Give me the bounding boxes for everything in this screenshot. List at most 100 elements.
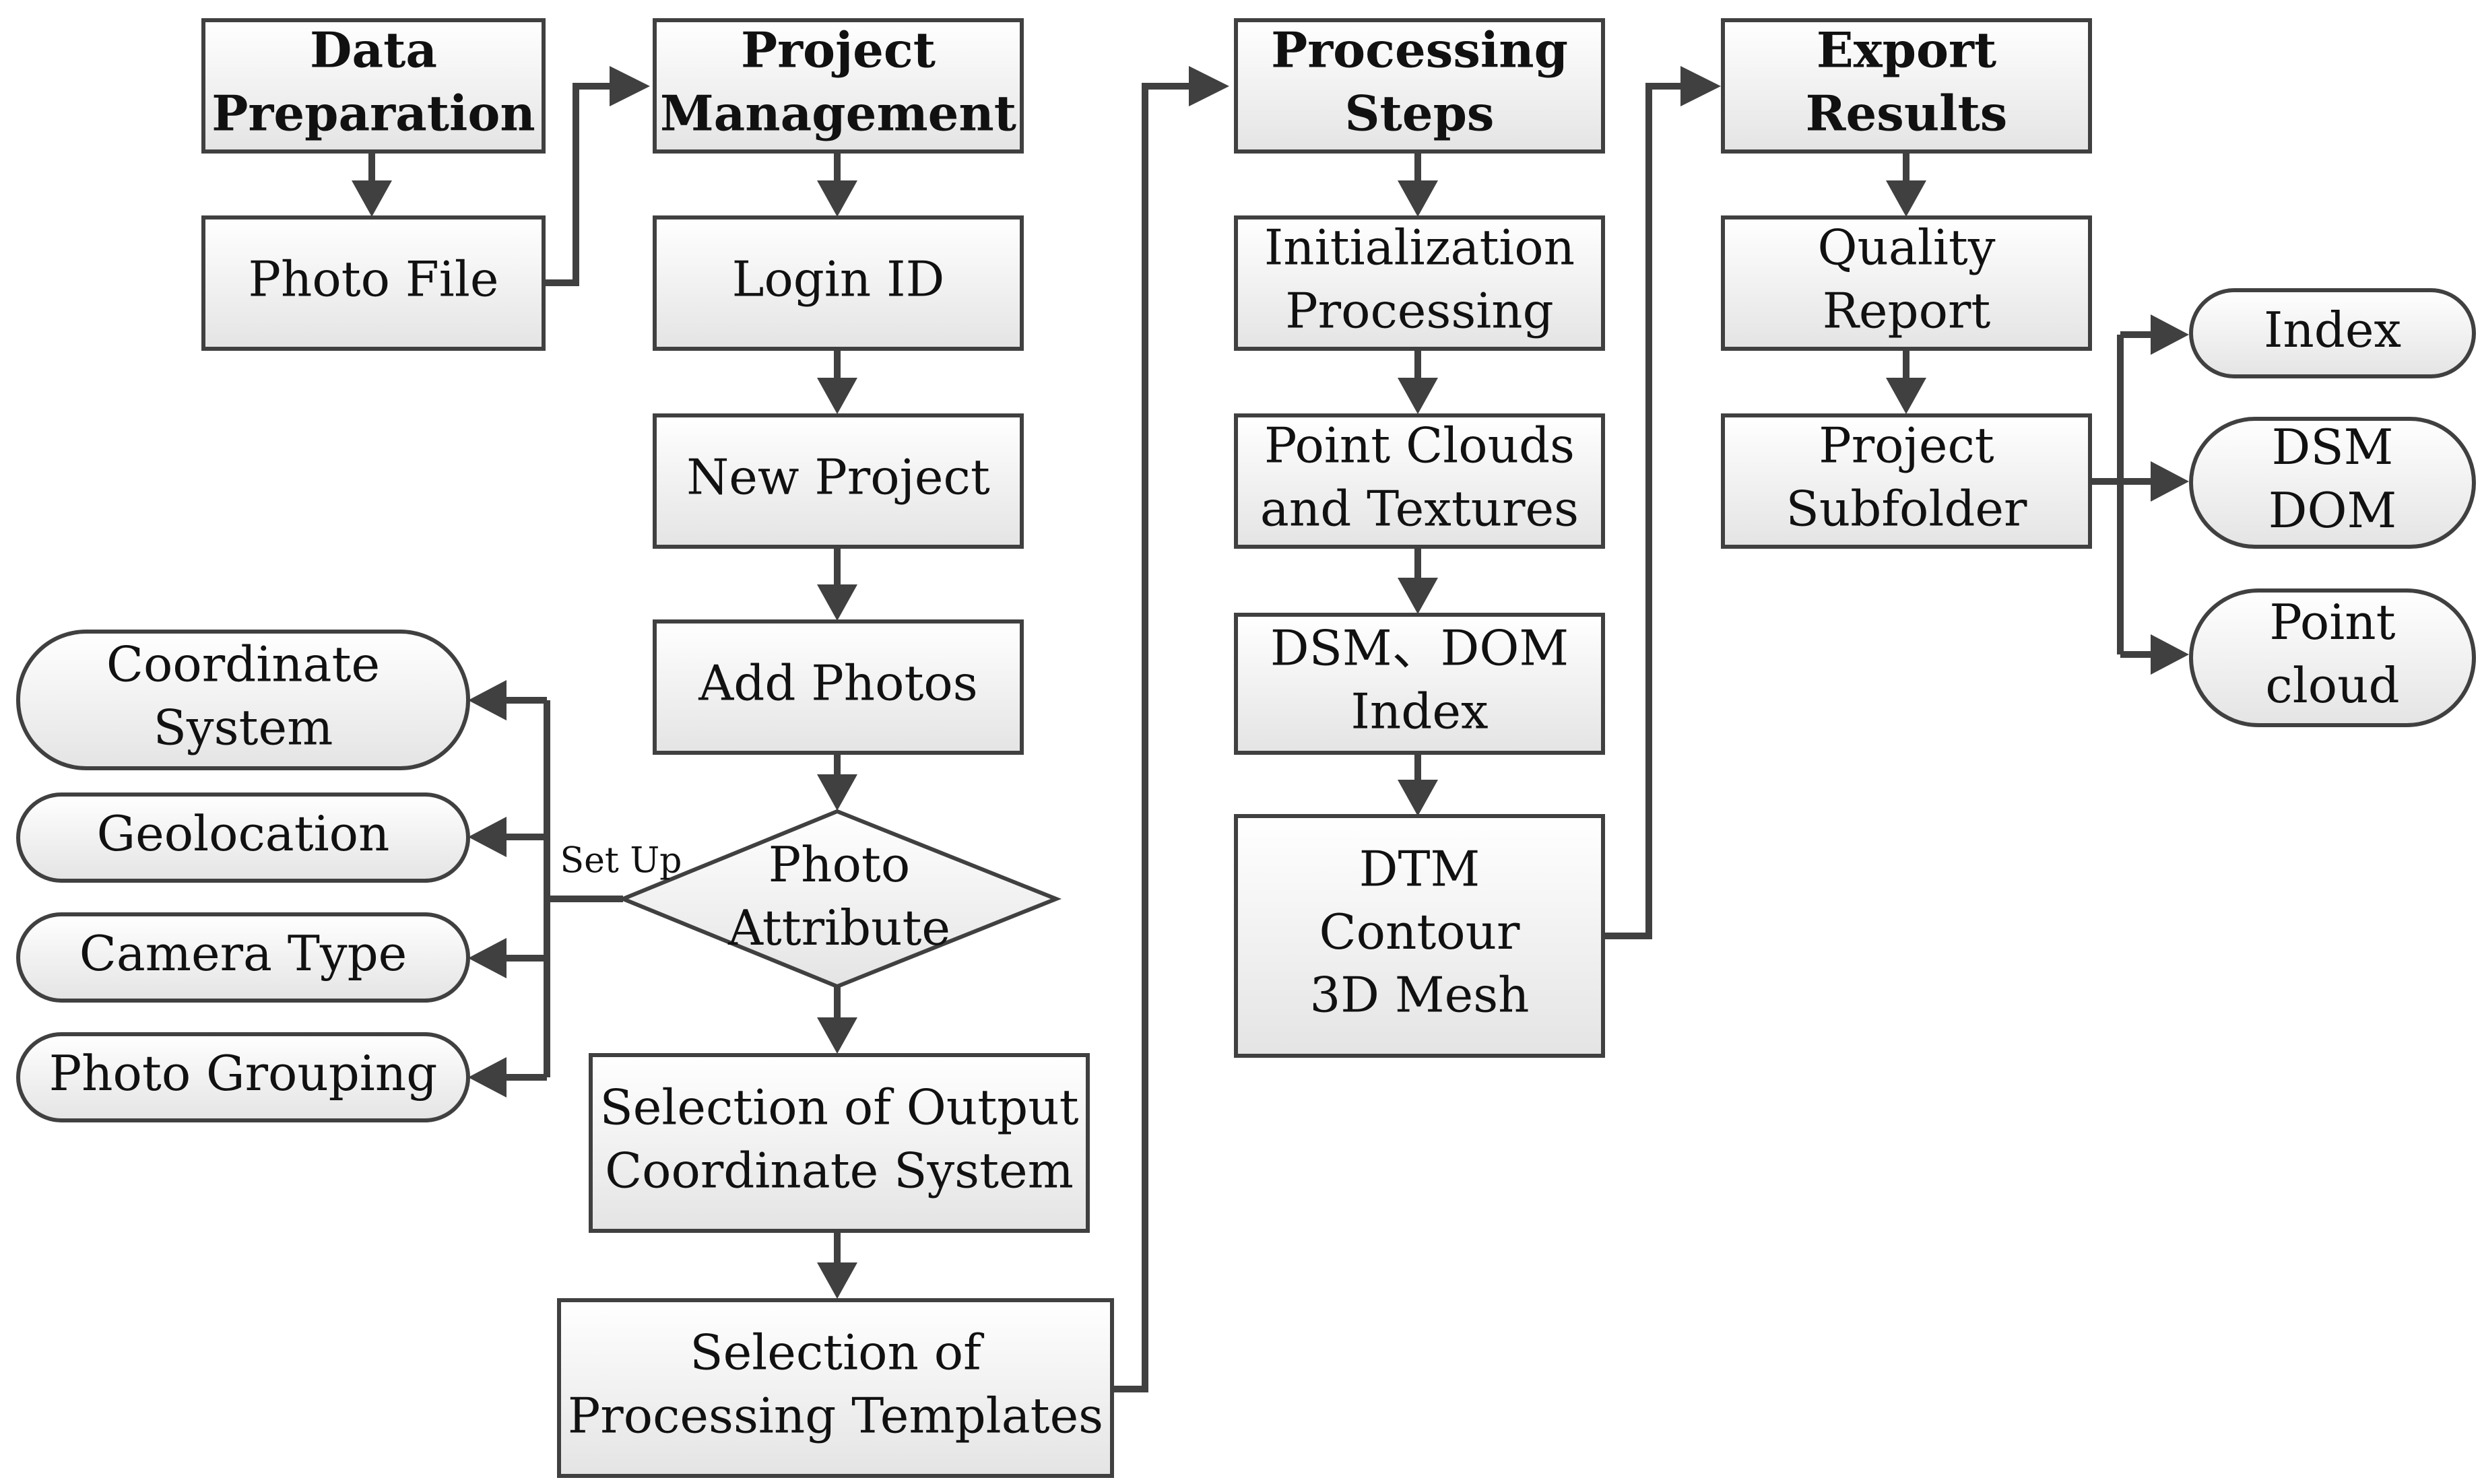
label-line: Login ID — [732, 251, 945, 308]
option-geolocation: Geolocation — [16, 792, 470, 883]
node-label: Camera Type — [79, 925, 407, 982]
node-label: Photo Grouping — [49, 1045, 438, 1102]
node-label: Add Photos — [698, 655, 977, 712]
label-line: Coordinate System — [605, 1142, 1074, 1199]
arrow-dtm-to-exportresults — [1602, 83, 1685, 939]
arrowhead-left — [468, 1057, 507, 1098]
node-add-photos: Add Photos — [653, 619, 1024, 755]
arrowhead-down — [817, 180, 857, 217]
label-line: Project — [741, 22, 936, 79]
label-line: Export — [1817, 22, 1996, 79]
node-point-clouds-textures: Point Clouds and Textures — [1234, 413, 1605, 549]
option-camera-type: Camera Type — [16, 912, 470, 1003]
node-dsm-dom-index: DSM、DOM Index — [1234, 613, 1605, 755]
label-line: Camera Type — [79, 925, 407, 982]
label-line: Quality — [1818, 220, 1996, 276]
label-line: Processing — [1271, 22, 1568, 79]
arrowhead-down — [817, 584, 857, 621]
label-line: Results — [1806, 84, 2008, 141]
arrowhead-right — [2151, 314, 2189, 355]
arrowhead-left — [468, 817, 507, 857]
node-label: DSM、DOM Index — [1270, 620, 1569, 740]
label-line: Photo File — [249, 251, 499, 308]
label-line: DTM — [1359, 840, 1480, 897]
label-line: and Textures — [1260, 480, 1579, 537]
label-line: Processing — [1285, 282, 1554, 339]
node-label: Photo File — [249, 251, 499, 308]
label-line: New Project — [686, 449, 990, 506]
label-line: Initialization — [1264, 220, 1575, 276]
label-line: Steps — [1345, 84, 1495, 141]
arrowhead-right — [610, 66, 650, 106]
label-line: Index — [1350, 683, 1488, 739]
label-line: Point — [2269, 594, 2395, 650]
arrowhead-down — [1398, 180, 1438, 217]
label-line: Project — [1819, 417, 1994, 474]
label-line: DSM、DOM — [1270, 620, 1569, 677]
arrowhead-right — [1189, 66, 1229, 106]
label-line: Coordinate — [106, 636, 380, 693]
node-label: Geolocation — [97, 805, 390, 862]
arrow-templates-to-processingsteps — [1112, 83, 1194, 1392]
label-line: Photo — [769, 836, 910, 893]
label-line: Preparation — [211, 84, 535, 141]
arrowhead-right — [1680, 66, 1721, 106]
node-photo-file: Photo File — [201, 215, 546, 351]
node-label: Login ID — [732, 251, 945, 308]
label-line: Report — [1823, 282, 1991, 339]
label-line: Selection of Output — [599, 1079, 1078, 1136]
arrowhead-left — [468, 938, 507, 978]
set-up-label: Set Up — [560, 841, 682, 881]
label-line: Attribute — [727, 900, 950, 956]
node-label: Index — [2264, 302, 2401, 358]
label-line: System — [154, 699, 333, 755]
option-photo-grouping: Photo Grouping — [16, 1032, 470, 1122]
node-new-project: New Project — [653, 413, 1024, 549]
label-line: Processing Templates — [568, 1387, 1103, 1444]
connector-setup-bus — [544, 700, 623, 1077]
arrowhead-down — [1886, 180, 1926, 217]
arrowhead-right — [2151, 461, 2189, 502]
label-line: Geolocation — [97, 805, 390, 862]
connectors — [368, 83, 2155, 1392]
arrowhead-down — [817, 1017, 857, 1054]
connector-subfolder-bus — [2089, 335, 2124, 654]
output-index: Index — [2189, 288, 2476, 378]
node-label: New Project — [686, 449, 990, 506]
label-line: Point Clouds — [1264, 417, 1575, 474]
label-line: Contour — [1319, 904, 1520, 960]
arrowhead-down — [1398, 780, 1438, 816]
arrowheads — [352, 66, 2189, 1299]
node-login-id: Login ID — [653, 215, 1024, 351]
arrowhead-down — [352, 180, 392, 217]
label-line: Data — [310, 22, 437, 79]
arrowhead-down — [1886, 378, 1926, 414]
label-line: DOM — [2268, 482, 2396, 539]
node-label: Point Clouds and Textures — [1260, 417, 1579, 537]
label-line: Add Photos — [698, 655, 977, 712]
